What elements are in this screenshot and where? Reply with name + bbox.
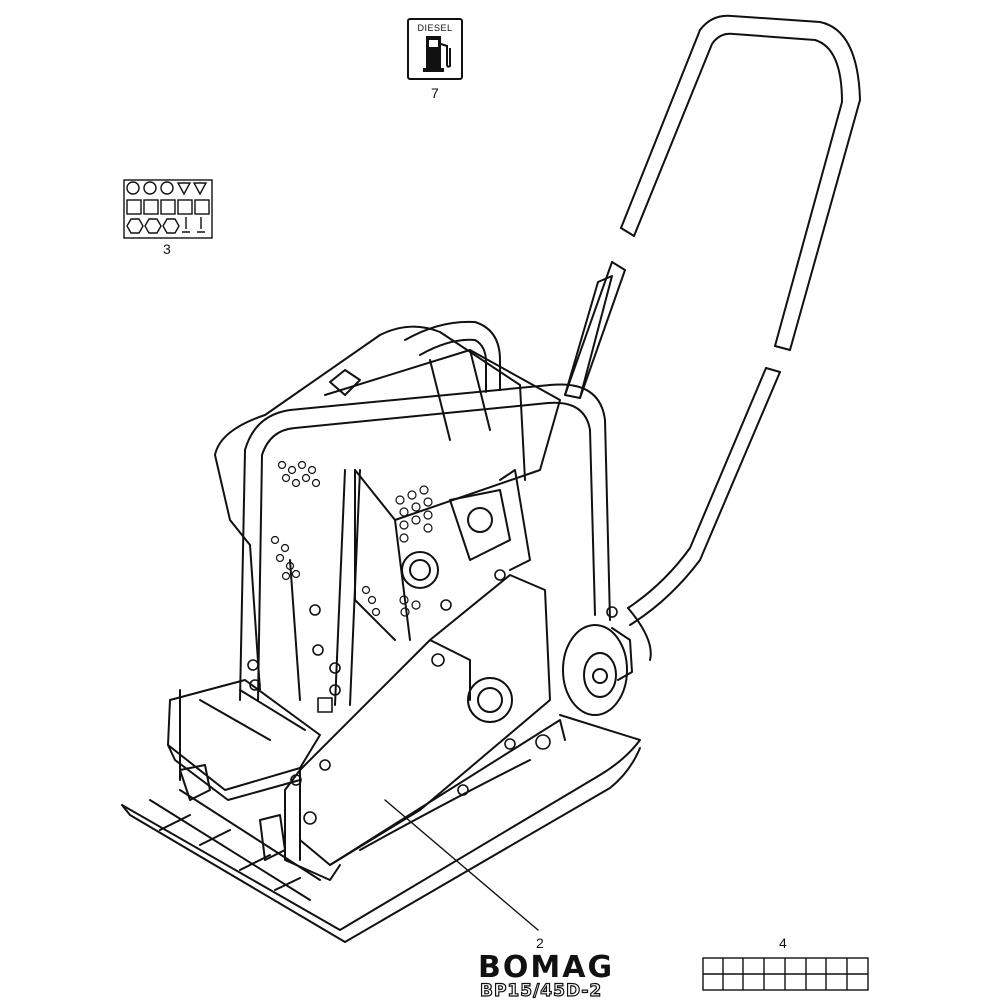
- lower-frame: [167, 679, 321, 861]
- handle-bar: [564, 14, 861, 661]
- fuel-pump-icon: [423, 36, 451, 72]
- bolts: [247, 569, 618, 825]
- callout-7: 7: [431, 85, 439, 101]
- brand-logo-text: BOMAG: [478, 950, 615, 985]
- roll-cage: [239, 320, 611, 706]
- callout-2: 2: [536, 935, 544, 951]
- pulley: [562, 624, 633, 716]
- diesel-label: DIESEL: [417, 23, 453, 33]
- base-plate: [121, 714, 641, 943]
- model-name: BP15/45D-2: [479, 980, 603, 1001]
- vent-holes: [270, 460, 433, 617]
- callout-4: 4: [779, 935, 787, 951]
- strip-decal: [702, 957, 869, 991]
- leader-line-2: [384, 799, 539, 931]
- callout-3: 3: [163, 241, 171, 257]
- engine: [214, 325, 561, 701]
- diesel-decal: DIESEL: [407, 18, 463, 80]
- belt-guard: [284, 574, 566, 881]
- symbol-decal: [123, 179, 213, 239]
